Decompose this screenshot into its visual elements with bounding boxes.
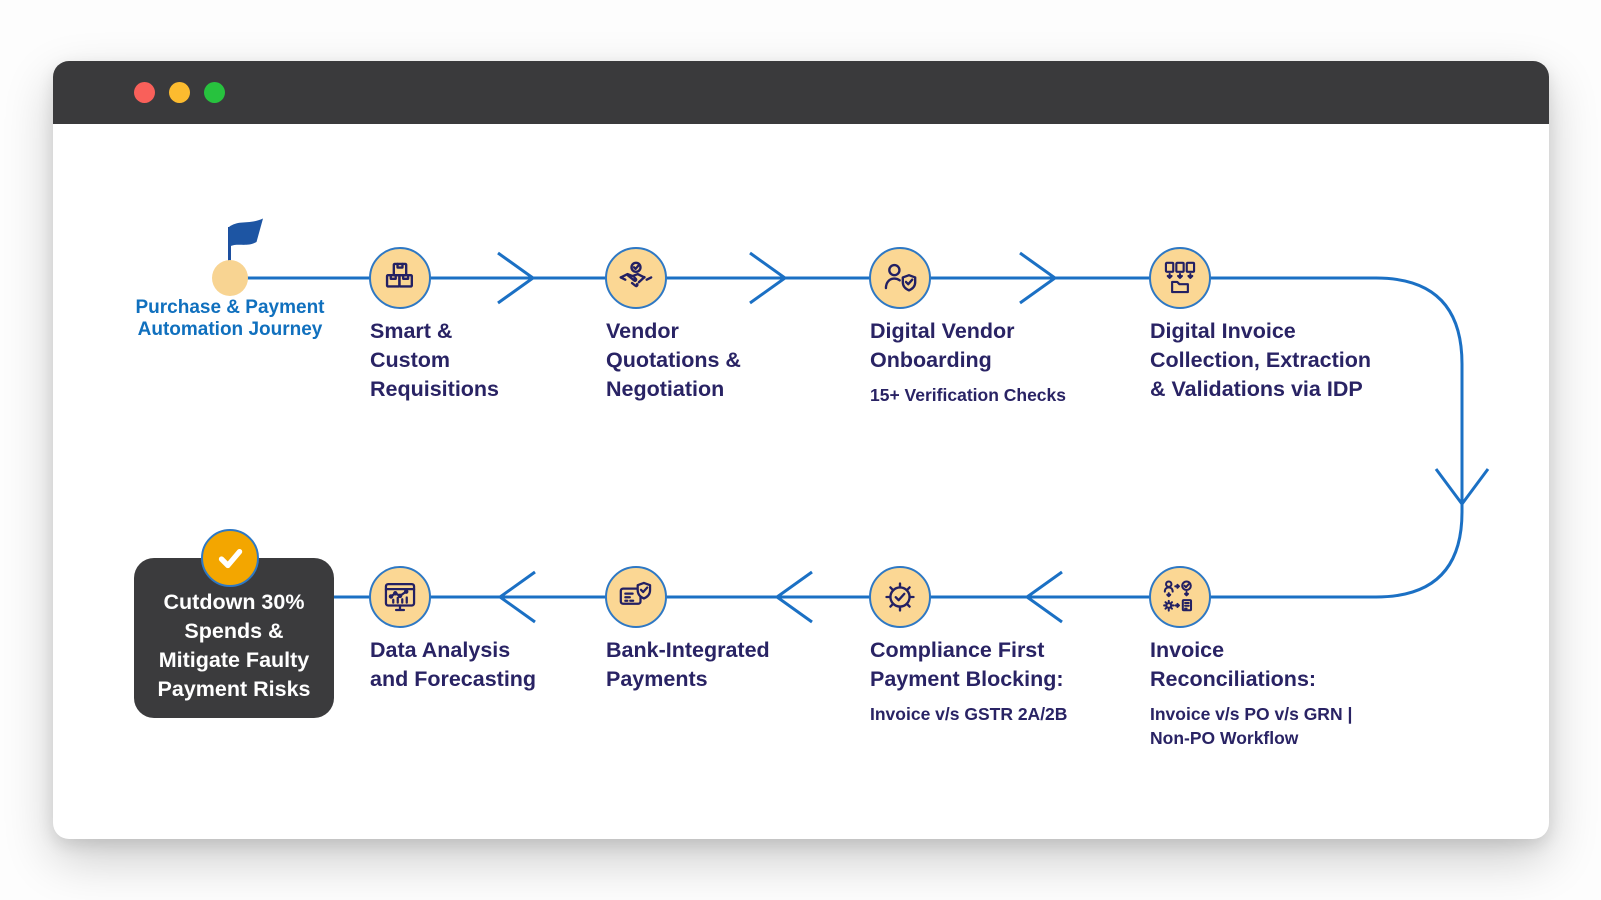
step-title: Bank-Integrated Payments: [606, 638, 770, 691]
checkmark-glyph: [218, 548, 243, 569]
success-check-icon: [201, 529, 259, 587]
step-bank-integrated-payments: Bank-Integrated Payments: [605, 566, 879, 702]
step-data-analysis-forecasting: Data Analysis and Forecasting: [369, 566, 643, 702]
step-title: Smart & Custom Requisitions: [370, 319, 500, 401]
close-button-icon[interactable]: [134, 82, 155, 103]
step-marker: [869, 566, 931, 628]
step-title: Invoice Reconciliations:: [1150, 638, 1317, 691]
step-vendor-quotations-negotiation: Vendor Quotations & Negotiation: [605, 247, 879, 412]
step-digital-vendor-onboarding: Digital Vendor Onboarding 15+ Verificati…: [869, 247, 1143, 407]
journey-start-label: Purchase & Payment Automation Journey: [135, 297, 325, 340]
step-title: Digital Invoice Collection, Extraction &…: [1150, 319, 1372, 401]
maximize-button-icon[interactable]: [204, 82, 225, 103]
documents-to-folder-icon: [1164, 261, 1196, 294]
step-marker: [605, 247, 667, 309]
outcome-text: Cutdown 30% Spends & Mitigate Faulty Pay…: [157, 590, 311, 701]
step-marker: [1149, 247, 1211, 309]
step-marker: [1149, 566, 1211, 628]
step-title: Digital Vendor Onboarding: [870, 319, 1015, 372]
reconciliation-workflow-icon: [1163, 580, 1193, 612]
step-smart-custom-requisitions: Smart & Custom Requisitions: [369, 247, 643, 412]
step-marker: [369, 247, 431, 309]
analytics-dashboard-icon: [384, 582, 416, 612]
window-titlebar: [53, 61, 1549, 124]
step-invoice-reconciliations: Invoice Reconciliations: Invoice v/s PO …: [1149, 566, 1423, 750]
step-subtitle: Invoice v/s GSTR 2A/2B: [870, 704, 1068, 724]
step-digital-invoice-collection: Digital Invoice Collection, Extraction &…: [1149, 247, 1423, 412]
step-title: Compliance First Payment Blocking:: [870, 638, 1064, 691]
handshake-check-icon: [619, 261, 653, 288]
step-marker: [369, 566, 431, 628]
requisition-boxes-icon: [385, 262, 413, 288]
step-title: Vendor Quotations & Negotiation: [606, 319, 741, 401]
minimize-button-icon[interactable]: [169, 82, 190, 103]
step-title: Data Analysis and Forecasting: [370, 638, 537, 691]
step-marker: [605, 566, 667, 628]
step-subtitle: Invoice v/s PO v/s GRN | Non-PO Workflow: [1150, 704, 1353, 748]
payment-card-shield-icon: [619, 581, 652, 605]
step-subtitle: 15+ Verification Checks: [870, 385, 1067, 405]
step-marker: [869, 247, 931, 309]
step-compliance-payment-blocking: Compliance First Payment Blocking: Invoi…: [869, 566, 1143, 726]
person-shield-check-icon: [884, 263, 917, 292]
gear-check-icon: [885, 582, 915, 612]
journey-start-marker: [212, 260, 248, 296]
